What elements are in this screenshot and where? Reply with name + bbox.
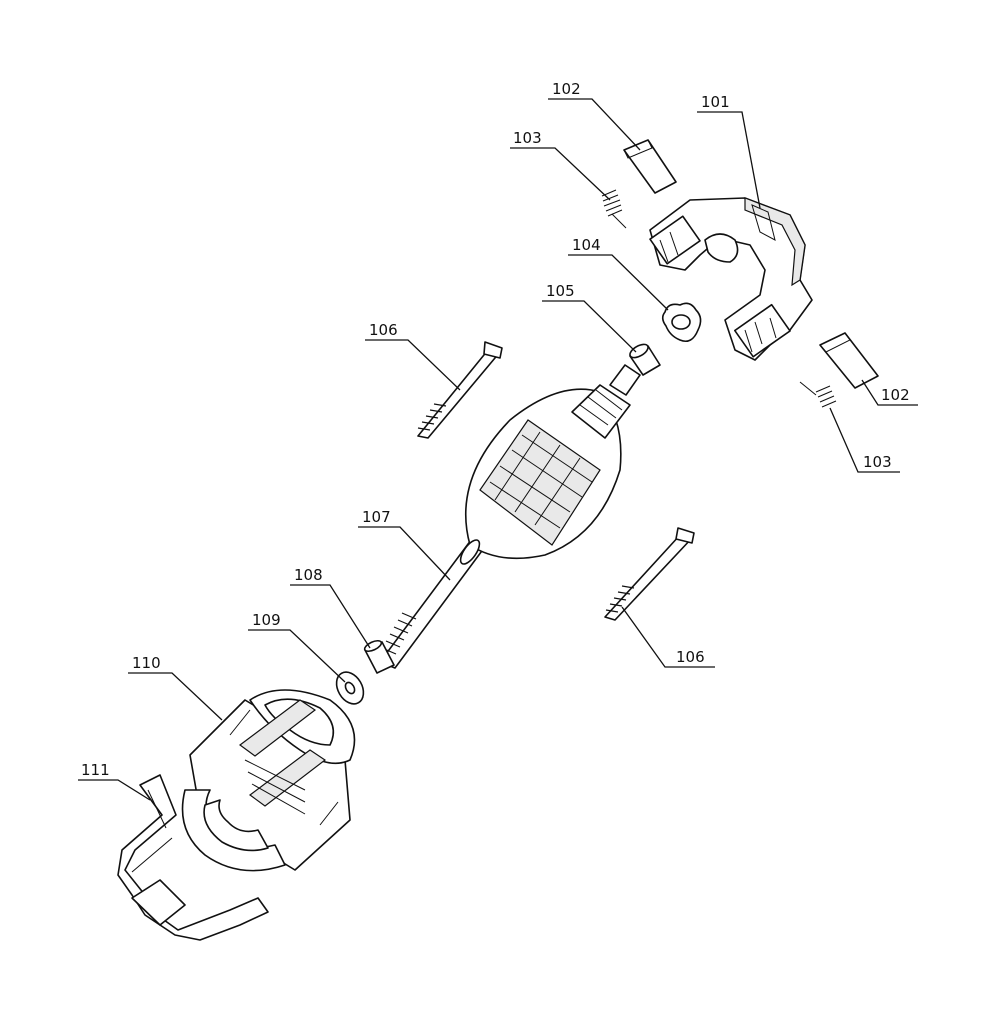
- callout-111: 111: [81, 761, 110, 779]
- leader-106a: [365, 339, 461, 391]
- callout-106-lower: 106: [676, 648, 705, 666]
- leader-102a: [548, 98, 641, 151]
- carbon-brush-lower: [819, 332, 879, 389]
- callout-104: 104: [572, 236, 601, 254]
- callout-103-upper: 103: [513, 129, 542, 147]
- brush-spring-upper: [601, 189, 627, 229]
- leader-102b: [861, 379, 918, 406]
- field-clip: [117, 774, 269, 941]
- field-stator: [181, 689, 356, 872]
- housing-screw-upper: [417, 341, 503, 439]
- callout-106-upper: 106: [369, 321, 398, 339]
- callout-102-lower: 102: [881, 386, 910, 404]
- leader-103b: [829, 407, 900, 473]
- dust-cover-washer: [661, 302, 702, 343]
- leader-108: [290, 584, 371, 649]
- callout-105: 105: [546, 282, 575, 300]
- leader-107: [358, 526, 451, 581]
- leader-101: [697, 111, 761, 209]
- callout-110: 110: [132, 654, 161, 672]
- callout-103-lower: 103: [863, 453, 892, 471]
- front-bearing: [363, 639, 395, 674]
- callout-101: 101: [701, 93, 730, 111]
- armature: [379, 364, 641, 669]
- leader-109: [248, 629, 346, 683]
- leader-111: [78, 779, 151, 801]
- leader-106b: [621, 606, 715, 668]
- housing-screw-lower: [604, 527, 695, 621]
- leader-103a: [510, 147, 611, 201]
- callout-102-upper: 102: [552, 80, 581, 98]
- callout-109: 109: [252, 611, 281, 629]
- carbon-brush-upper: [623, 139, 677, 194]
- leader-lines: [78, 98, 918, 801]
- brush-holder-assembly: [649, 197, 813, 361]
- leader-104: [568, 254, 669, 311]
- rear-bearing: [629, 343, 661, 376]
- leader-110: [128, 672, 223, 721]
- callout-108: 108: [294, 566, 323, 584]
- brush-spring-lower: [799, 381, 837, 408]
- leader-105: [542, 300, 637, 353]
- callout-107: 107: [362, 508, 391, 526]
- callout-labels: 101 102 102 103 103 104 105 106 106 107 …: [81, 80, 910, 779]
